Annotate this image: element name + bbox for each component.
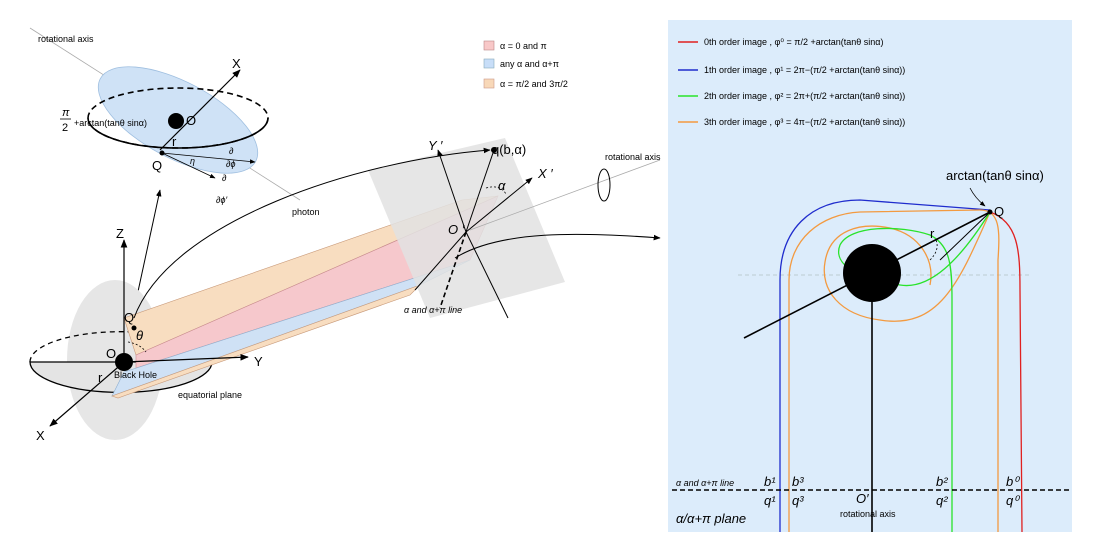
inset-orbit-front <box>87 117 269 149</box>
inset-q-label: Q <box>152 158 162 173</box>
q-ba-line <box>465 149 495 233</box>
right-rotational-axis-label: rotational axis <box>840 509 896 519</box>
inset-tangent-vector <box>161 152 256 164</box>
inset-angle-text: +arctan(tanθ sinα) <box>74 118 147 128</box>
legend: α = 0 and π any α and α+π α = π/2 and 3π… <box>483 40 568 89</box>
inset-angle-den: 2 <box>62 122 68 134</box>
legend-label-2: α = π/2 and 3π/2 <box>500 79 568 89</box>
right-plane-label: α/α+π plane <box>676 511 746 526</box>
right-q-label: Q <box>994 204 1004 219</box>
alpha-label: α <box>498 178 506 193</box>
q-label-0: q⁰ <box>1006 493 1020 508</box>
inset-o-label: O <box>186 113 196 128</box>
x-prime-axis <box>465 177 533 233</box>
z-axis-label: Z <box>116 226 124 241</box>
legend-label-1: any α and α+π <box>500 59 559 69</box>
black-hole-label: Black Hole <box>114 370 157 380</box>
right-r-label: r <box>930 226 935 241</box>
left-diagram: rotational axis X O r Q η ∂ ∂ϕ ∂ ∂ϕ′ π 2… <box>29 27 661 443</box>
inset-dphi-den: ∂ϕ <box>226 159 235 169</box>
q-label-2: q² <box>936 493 948 508</box>
arctan-indicator <box>969 187 986 207</box>
order-label-3: 3th order image , φ³ = 4π−(π/2 +arctan(t… <box>704 117 905 127</box>
x-prime-label: X ′ <box>537 166 553 181</box>
order-label-2: 2th order image , φ² = 2π+(π/2 +arctan(t… <box>704 91 905 101</box>
right-alpha-line-label: α and α+π line <box>676 478 734 488</box>
y-axis-label: Y <box>254 354 263 369</box>
b-label-1: b¹ <box>764 474 776 489</box>
observer-plane <box>368 138 565 318</box>
rotational-axis-label-top: rotational axis <box>38 34 94 44</box>
inset-x-axis <box>159 69 241 151</box>
rotational-axis-label-right: rotational axis <box>605 152 661 162</box>
b-label-0: b⁰ <box>1006 474 1020 489</box>
inset-dphiprime-num: ∂ <box>222 173 227 183</box>
origin-r-label: r <box>98 370 103 385</box>
order-curve-3-loop <box>823 211 991 322</box>
y-prime-label: Y ′ <box>428 138 443 153</box>
x-axis-label: X <box>36 428 45 443</box>
alpha-arc <box>485 186 507 195</box>
inset-eta: η <box>190 156 195 166</box>
alpha-line <box>439 231 467 309</box>
inset-angle-num: π <box>62 107 70 119</box>
inset-r-label: r <box>172 134 177 149</box>
r-line <box>939 211 991 261</box>
order-label-0: 0th order image , φ⁰ = π/2 +arctan(tanθ … <box>704 37 883 47</box>
legend-swatch-1 <box>483 58 495 69</box>
rotation-indicator <box>597 168 611 202</box>
b-label-2: b² <box>936 474 948 489</box>
arctan-label: arctan(tanθ sinα) <box>946 168 1044 183</box>
inset-tangent-vector-2 <box>161 152 216 179</box>
observer-axis-extension <box>465 231 509 319</box>
alpha-line-label: α and α+π line <box>404 305 462 315</box>
right-o-prime: O′ <box>856 491 869 506</box>
q-label-bottom: Q <box>124 310 134 325</box>
origin-o-label: O <box>106 346 116 361</box>
link-arrow-right <box>454 233 661 259</box>
rotational-axis-line-right <box>469 159 661 231</box>
theta-label: θ <box>136 328 143 343</box>
order-label-1: 1th order image , φ¹ = 2π−(π/2 +arctan(t… <box>704 65 905 75</box>
inset-x-label: X <box>232 56 241 71</box>
legend-swatch-0 <box>483 40 495 51</box>
q-ba-label: q(b,α) <box>492 142 526 157</box>
r-arc <box>929 239 938 261</box>
q-label-1: q¹ <box>764 493 776 508</box>
inset-black-hole <box>168 113 184 129</box>
q-point-bottom <box>131 325 137 331</box>
inset-link-arrow <box>133 189 162 311</box>
b-label-3: b³ <box>792 474 804 489</box>
order-curve-1 <box>779 199 991 532</box>
y-prime-axis <box>437 149 467 233</box>
photon-path <box>133 147 491 319</box>
right-panel: 0th order image , φ⁰ = π/2 +arctan(tanθ … <box>668 20 1072 533</box>
o-prime-label: O ′ <box>448 222 465 237</box>
inset-dphiprime-den: ∂ϕ′ <box>216 195 227 205</box>
q-ba-point <box>491 147 497 153</box>
photon-label: photon <box>292 207 320 217</box>
x-axis <box>49 361 125 427</box>
order-curve-2 <box>838 211 991 532</box>
order-curve-0 <box>989 211 1023 533</box>
theta-arc <box>127 341 147 353</box>
inset-dphi-num: ∂ <box>229 146 234 156</box>
order-curve-3 <box>788 209 1000 532</box>
arctan-line <box>743 211 991 339</box>
black-hole <box>115 353 133 371</box>
equatorial-plane-label: equatorial plane <box>178 390 242 400</box>
observer-axis-lower <box>414 231 467 291</box>
y-axis <box>123 353 249 363</box>
q-label-3: q³ <box>792 493 804 508</box>
legend-label-0: α = 0 and π <box>500 41 547 51</box>
beam-strip-orange-2 <box>111 284 421 399</box>
right-q-point <box>987 209 993 215</box>
legend-swatch-2 <box>483 78 495 89</box>
